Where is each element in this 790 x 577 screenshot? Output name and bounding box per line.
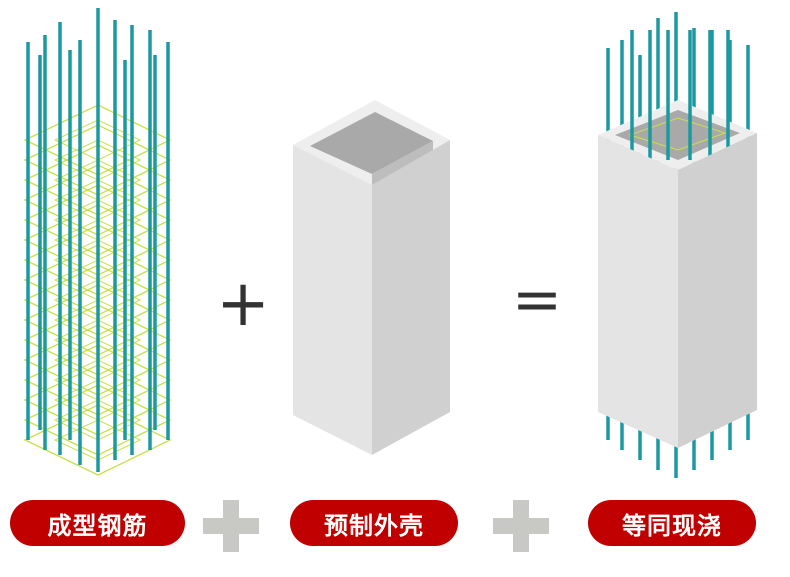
combined-column bbox=[598, 12, 757, 478]
stirrup bbox=[23, 324, 172, 396]
label-result: 等同现浇 bbox=[588, 500, 756, 546]
stirrup bbox=[23, 184, 172, 256]
precast-shell bbox=[293, 100, 450, 455]
stirrup bbox=[53, 319, 142, 361]
equals-operator: = bbox=[512, 265, 562, 335]
stirrup bbox=[23, 304, 172, 376]
column-front bbox=[598, 135, 678, 448]
diagram-canvas: + = bbox=[23, 8, 757, 478]
stirrup bbox=[23, 284, 172, 356]
label-shell: 预制外壳 bbox=[290, 500, 458, 546]
rebar-cage bbox=[23, 8, 172, 476]
stirrup bbox=[23, 224, 172, 296]
column-side bbox=[678, 133, 757, 448]
stirrup bbox=[23, 164, 172, 236]
stirrup bbox=[23, 144, 172, 216]
stirrup bbox=[23, 204, 172, 276]
stirrup bbox=[53, 139, 142, 181]
plus-icon bbox=[203, 500, 259, 552]
stirrup bbox=[628, 117, 727, 151]
stirrup bbox=[23, 404, 172, 476]
stirrup bbox=[23, 244, 172, 316]
plus-operator: + bbox=[216, 267, 270, 341]
stirrup bbox=[23, 364, 172, 436]
stirrup bbox=[23, 384, 172, 456]
stirrup bbox=[23, 124, 172, 196]
label-rebar: 成型钢筋 bbox=[10, 500, 185, 546]
stirrup bbox=[53, 359, 142, 401]
stirrup bbox=[23, 344, 172, 416]
stirrup bbox=[53, 419, 142, 461]
stirrup bbox=[53, 259, 142, 301]
stirrup bbox=[23, 104, 172, 176]
stirrup bbox=[53, 239, 142, 281]
stirrup bbox=[53, 299, 142, 341]
plus-icon bbox=[493, 500, 549, 552]
stirrup bbox=[53, 219, 142, 261]
stirrup bbox=[53, 279, 142, 321]
stirrup bbox=[53, 399, 142, 441]
stirrup bbox=[53, 179, 142, 221]
stirrup bbox=[23, 264, 172, 336]
stirrup bbox=[53, 379, 142, 421]
stirrup bbox=[53, 119, 142, 161]
stirrup bbox=[53, 339, 142, 381]
stirrup bbox=[53, 199, 142, 241]
stirrup bbox=[53, 159, 142, 201]
